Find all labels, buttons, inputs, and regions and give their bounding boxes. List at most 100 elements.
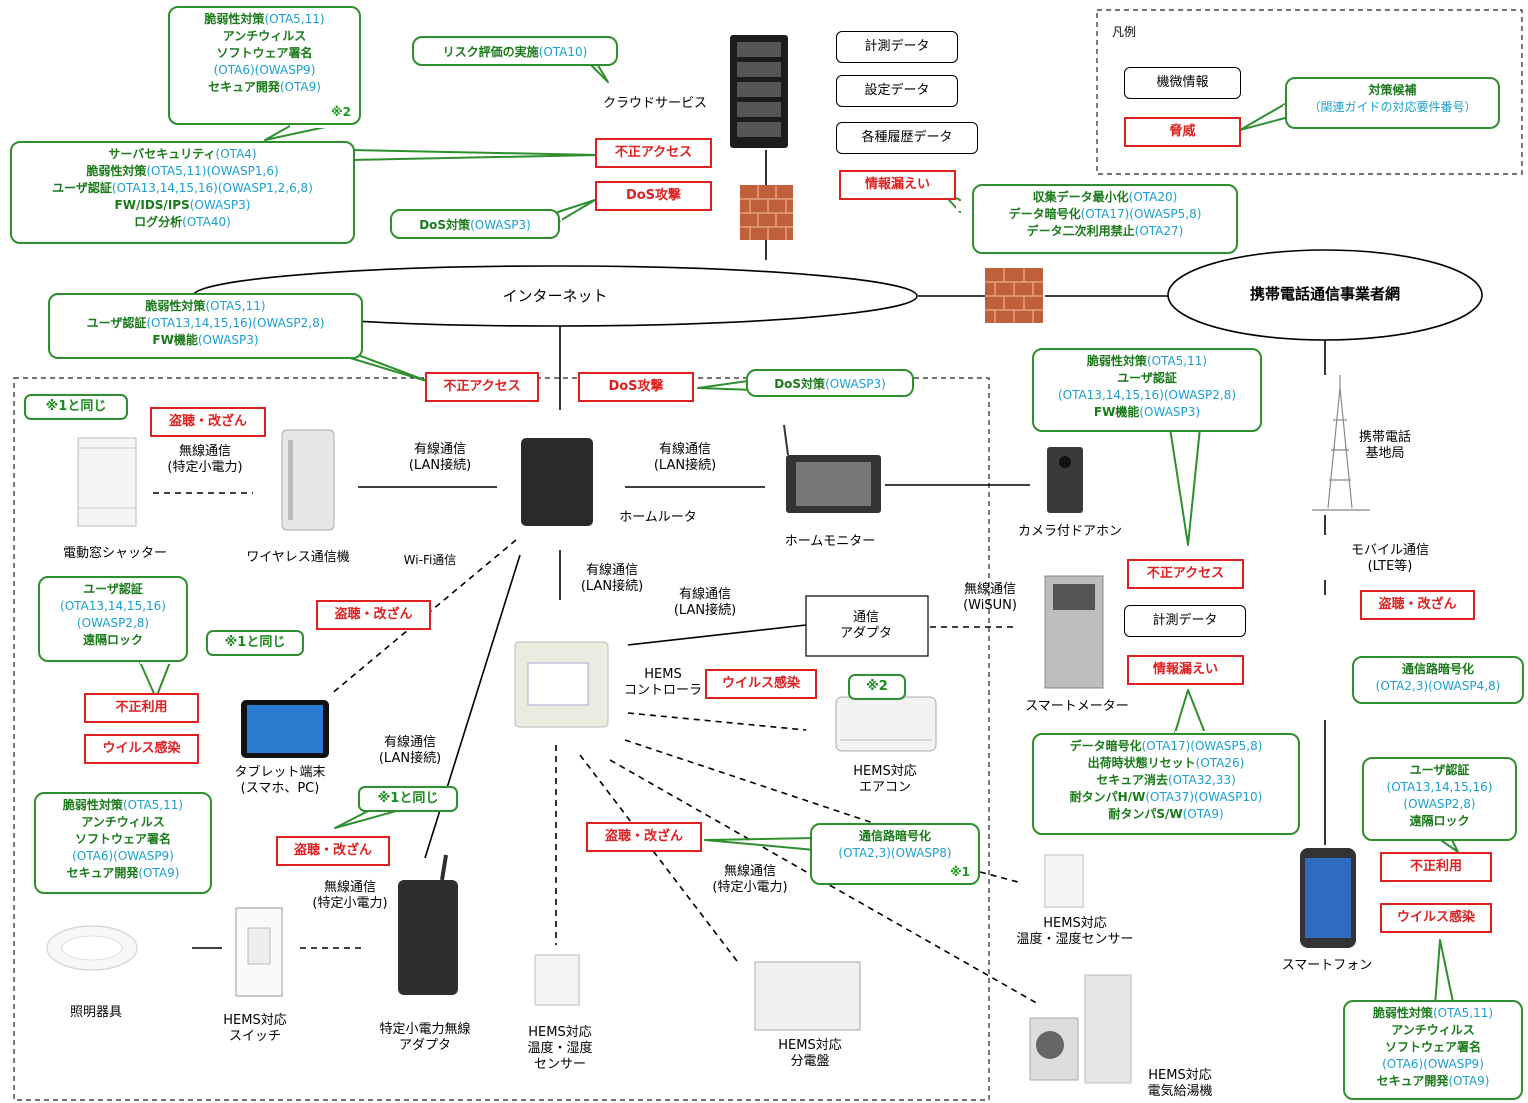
home-monitor-label: ホームモニター <box>784 534 876 549</box>
threat-info-leak-meter: 情報漏えい <box>1127 655 1244 685</box>
lighting-label: 照明器具 <box>69 1005 122 1020</box>
threat-misuse-tablet: 不正利用 <box>84 693 199 723</box>
note-same-as-1: ※1と同じ <box>24 394 128 420</box>
smartphone-label: スマートフォン <box>1281 958 1373 973</box>
note-mark2: ※2 <box>848 674 906 700</box>
smart-meter-icon <box>1044 575 1104 689</box>
link-low-power-shutter: 無線通信 (特定小電力) <box>167 444 243 475</box>
link-lan-3: 有線通信 (LAN接続) <box>580 563 644 594</box>
water-heater-label: HEMS対応 電気給湯機 <box>1147 1068 1213 1099</box>
low-power-adapter-icon <box>398 854 458 995</box>
hems-switch-label: HEMS対応 スイッチ <box>223 1013 287 1044</box>
server-icon <box>730 35 788 148</box>
threat-misuse-phone: 不正利用 <box>1380 852 1492 882</box>
legend-measure-title: 対策候補 <box>1368 83 1417 97</box>
tablet-label: タブレット端末 (スマホ、PC) <box>234 765 326 796</box>
base-station-label: 携帯電話 基地局 <box>1358 430 1411 461</box>
smart-meter-label: スマートメーター <box>1025 699 1129 714</box>
threat-eavesdrop-adapter: 盗聴・改ざん <box>276 836 390 866</box>
threat-virus-aircon: ウイルス感染 <box>705 669 817 699</box>
firewall-icon <box>740 185 793 240</box>
link-wifi: Wi-Fi通信 <box>403 553 457 567</box>
threat-virus-phone: ウイルス感染 <box>1380 903 1492 933</box>
link-low-power-adapter: 無線通信 (特定小電力) <box>312 880 388 911</box>
link-lan-1: 有線通信 (LAN接続) <box>408 442 472 473</box>
note-same-as-1: ※1と同じ <box>358 786 458 812</box>
measure-server-sec: サーバセキュリティ(OTA4) 脆弱性対策(OTA5,11)(OWASP1,6)… <box>10 141 355 244</box>
data-history: 各種履歴データ <box>836 122 978 154</box>
temp-sensor-center-label: HEMS対応 温度・湿度 センサー <box>527 1025 593 1072</box>
home-router-label: ホームルータ <box>619 510 697 525</box>
measure-data-protection: 収集データ最小化(OTA20) データ暗号化(OTA17)(OWASP5,8) … <box>972 184 1238 254</box>
measure-meter: データ暗号化(OTA17)(OWASP5,8) 出荷時状態リセット(OTA26)… <box>1032 733 1300 835</box>
low-power-adapter-label: 特定小電力無線 アダプタ <box>379 1022 471 1053</box>
legend-measure: 対策候補 （関連ガイドの対応要件番号） <box>1285 77 1500 129</box>
wireless-unit-icon <box>281 429 335 531</box>
tablet-icon <box>241 700 329 758</box>
shutter-icon <box>77 437 137 527</box>
firewall-icon <box>985 268 1043 323</box>
temp-sensor-right-label: HEMS対応 温度・湿度センサー <box>1016 916 1134 947</box>
switch-icon <box>235 907 283 997</box>
link-lan-5: 有線通信 (LAN接続) <box>378 735 442 766</box>
aircon-icon <box>835 696 937 752</box>
measure-tablet-auth: ユーザ認証 (OTA13,14,15,16) (OWASP2,8) 遠隔ロック <box>38 576 188 662</box>
link-low-power-hems: 無線通信 (特定小電力) <box>712 864 788 895</box>
threat-eavesdrop-tablet: 盗聴・改ざん <box>316 600 431 630</box>
home-router-icon <box>521 438 593 526</box>
legend-measure-sub: （関連ガイドの対応要件番号） <box>1308 100 1477 114</box>
measure-router: 脆弱性対策(OTA5,11) ユーザ認証(OTA13,14,15,16)(OWA… <box>48 293 363 359</box>
aircon-label: HEMS対応 エアコン <box>853 764 917 795</box>
distribution-board-icon <box>754 961 861 1031</box>
measure-tablet-vuln: 脆弱性対策(OTA5,11) アンチウィルス ソフトウェア署名 (OTA6)(O… <box>34 792 212 894</box>
comm-adapter-box <box>805 595 929 657</box>
cloud-label: クラウドサービス <box>602 96 707 111</box>
tower-icon <box>1312 375 1370 511</box>
measure-phone-vuln: 脆弱性対策(OTA5,11) アンチウィルス ソフトウェア署名 (OTA6)(O… <box>1343 1000 1523 1100</box>
legend-title: 凡例 <box>1112 25 1137 39</box>
threat-dos-router: DoS攻撃 <box>578 372 694 402</box>
link-mobile: モバイル通信 (LTE等) <box>1350 543 1429 574</box>
note-mark2: ※2 <box>330 105 351 119</box>
legend-boundary <box>1096 9 1523 175</box>
door-phone-label: カメラ付ドアホン <box>1017 524 1122 539</box>
legend-confidential: 機微情報 <box>1124 67 1241 99</box>
measure-risk-eval: リスク評価の実施(OTA10) <box>412 36 618 66</box>
threat-unauth-cloud: 不正アクセス <box>595 138 712 168</box>
shutter-label: 電動窓シャッター <box>62 546 167 561</box>
threat-dos-cloud: DoS攻撃 <box>595 181 712 211</box>
hems-controller-label: HEMS コントローラ <box>623 667 702 698</box>
temp-sensor-icon <box>1044 854 1084 908</box>
threat-unauth-router: 不正アクセス <box>425 372 539 402</box>
measure-dos-router: DoS対策(OWASP3) <box>746 369 914 397</box>
mobile-carrier-label: 携帯電話通信事業者網 <box>1249 285 1400 303</box>
internet-label: インターネット <box>502 287 608 305</box>
measure-dos-cloud: DoS対策(OWASP3) <box>390 209 560 239</box>
measure-channel-enc-hems: 通信路暗号化(OTA2,3)(OWASP8) ※1 <box>810 823 980 885</box>
mobile-carrier-network <box>1167 249 1483 341</box>
link-lan-4: 有線通信 (LAN接続) <box>673 587 737 618</box>
link-wisun: 無線通信 (WiSUN) <box>963 582 1017 613</box>
temp-sensor-icon <box>534 954 580 1006</box>
hems-controller-icon <box>514 641 609 728</box>
data-measurement: 計測データ <box>836 31 958 63</box>
threat-eavesdrop-shutter: 盗聴・改ざん <box>150 407 266 437</box>
legend-threat: 脅威 <box>1124 117 1241 147</box>
measure-cloud-vuln: 脆弱性対策(OTA5,11) アンチウィルス ソフトウェア署名 (OTA6)(O… <box>168 6 361 125</box>
water-heater-icon <box>1029 974 1132 1084</box>
door-phone-icon <box>1047 447 1083 513</box>
threat-eavesdrop-hems: 盗聴・改ざん <box>586 822 702 852</box>
note-mark1: ※1 <box>949 865 970 879</box>
measure-door-phone: 脆弱性対策(OTA5,11) ユーザ認証 (OTA13,14,15,16)(OW… <box>1032 348 1262 432</box>
threat-eavesdrop-mobile: 盗聴・改ざん <box>1360 590 1475 620</box>
threat-unauth-meter: 不正アクセス <box>1127 559 1244 589</box>
home-monitor-icon <box>783 424 881 513</box>
note-same-as-1: ※1と同じ <box>206 630 304 656</box>
wireless-unit-label: ワイヤレス通信機 <box>246 550 350 565</box>
link-lan-2: 有線通信 (LAN接続) <box>653 442 717 473</box>
data-measurement-meter: 計測データ <box>1124 605 1246 637</box>
threat-virus-tablet: ウイルス感染 <box>84 734 199 764</box>
distribution-board-label: HEMS対応 分電盤 <box>778 1038 842 1069</box>
measure-channel-enc-mobile: 通信路暗号化(OTA2,3)(OWASP4,8) <box>1352 656 1524 704</box>
